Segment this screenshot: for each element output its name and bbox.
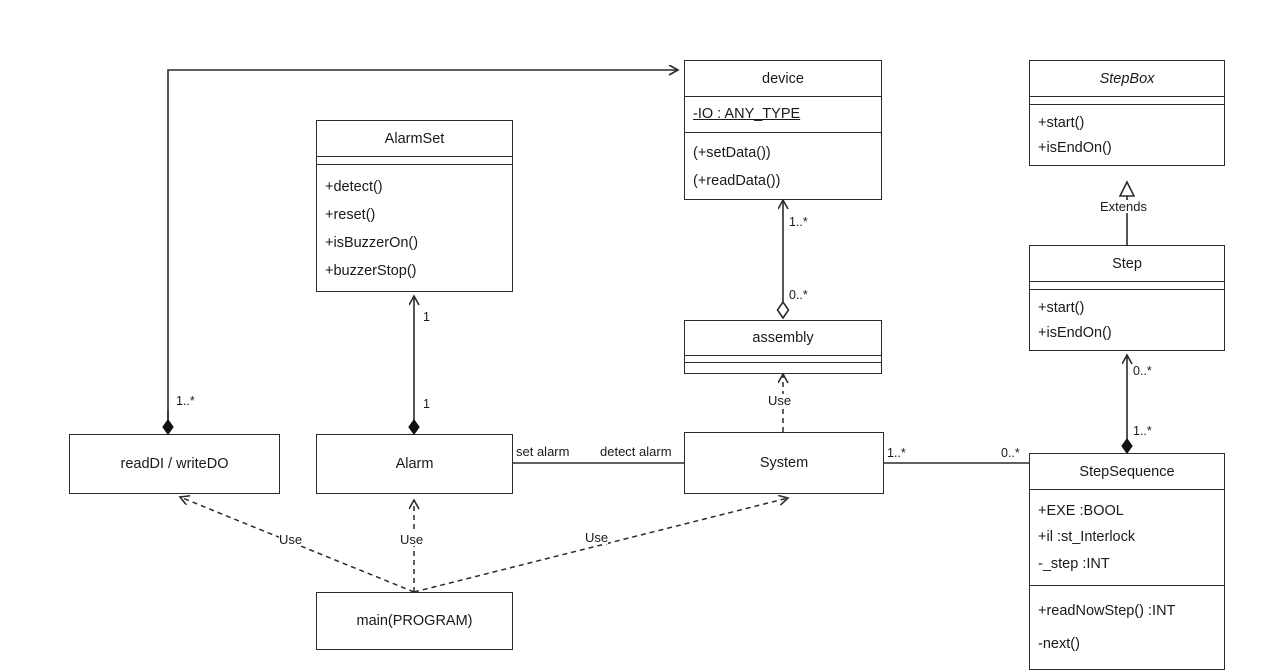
- mult-alarm-to-alarmset-source: 1: [423, 397, 430, 411]
- label-system-detect-alarm: detect alarm: [600, 444, 672, 459]
- mult-stepsequence-to-step-source: 1..*: [1133, 424, 1152, 438]
- class-device-attributes: -IO : ANY_TYPE: [685, 96, 881, 132]
- method-stepbox-start: +start(): [1038, 115, 1085, 132]
- mult-system-stepsequence-source: 1..*: [887, 446, 906, 460]
- class-readdi-writedo[interactable]: readDI / writeDO: [69, 434, 280, 494]
- mult-stepsequence-to-step-target: 0..*: [1133, 364, 1152, 378]
- method-readdata: (+readData()): [693, 172, 781, 189]
- class-assembly-title: assembly: [752, 330, 814, 346]
- connector-main-to-system: [413, 498, 788, 593]
- label-system-to-assembly: Use: [768, 393, 792, 408]
- class-step-attributes: [1030, 281, 1224, 289]
- method-isbuzzeron: +isBuzzerOn(): [325, 234, 419, 251]
- method-stepbox-isendon: +isEndOn(): [1038, 140, 1112, 157]
- class-main-program[interactable]: main(PROGRAM): [316, 592, 513, 650]
- class-device[interactable]: device -IO : ANY_TYPE (+setData()) (+rea…: [684, 60, 882, 200]
- class-alarmset[interactable]: AlarmSet +detect() +reset() +isBuzzerOn(…: [316, 120, 513, 292]
- label-main-to-system: Use: [585, 530, 609, 545]
- attribute-il: +il :st_Interlock: [1038, 529, 1136, 546]
- attribute-step: -_step :INT: [1038, 555, 1110, 572]
- method-step-start: +start(): [1038, 300, 1085, 317]
- method-buzzerstop: +buzzerStop(): [325, 262, 417, 279]
- class-stepbox-title: StepBox: [1099, 70, 1155, 87]
- class-stepsequence[interactable]: StepSequence +EXE :BOOL +il :st_Interloc…: [1029, 453, 1225, 670]
- mult-assembly-to-device-source: 0..*: [789, 288, 808, 302]
- class-stepbox-attributes: [1030, 96, 1224, 104]
- class-assembly[interactable]: assembly: [684, 320, 882, 374]
- label-alarm-set-alarm: set alarm: [516, 444, 570, 459]
- mult-system-stepsequence-target: 0..*: [1001, 446, 1020, 460]
- class-alarm[interactable]: Alarm: [316, 434, 513, 494]
- class-assembly-attributes: [685, 355, 881, 362]
- class-assembly-methods: [685, 362, 881, 369]
- class-step-title: Step: [1112, 255, 1142, 272]
- method-next: -next(): [1038, 636, 1080, 652]
- method-setdata: (+setData()): [693, 144, 771, 161]
- method-readnowstep: +readNowStep() :INT: [1038, 602, 1176, 619]
- label-main-to-readdi: Use: [279, 532, 303, 547]
- class-device-title: device: [762, 70, 804, 87]
- class-stepsequence-methods: +readNowStep() :INT -next(): [1030, 585, 1224, 669]
- method-detect: +detect(): [325, 178, 383, 195]
- label-main-to-alarm: Use: [400, 532, 424, 547]
- class-stepbox-methods: +start() +isEndOn(): [1030, 104, 1224, 167]
- label-step-extends-stepbox: Extends: [1100, 199, 1147, 214]
- mult-assembly-to-device-target: 1..*: [789, 215, 808, 229]
- class-alarmset-methods: +detect() +reset() +isBuzzerOn() +buzzer…: [317, 164, 512, 293]
- class-alarmset-attributes: [317, 156, 512, 164]
- method-reset: +reset(): [325, 206, 376, 223]
- class-stepbox[interactable]: StepBox +start() +isEndOn(): [1029, 60, 1225, 166]
- class-system[interactable]: System: [684, 432, 884, 494]
- class-step-methods: +start() +isEndOn(): [1030, 289, 1224, 352]
- class-alarmset-title: AlarmSet: [384, 130, 445, 147]
- class-device-methods: (+setData()) (+readData()): [685, 132, 881, 201]
- class-stepsequence-attributes: +EXE :BOOL +il :st_Interlock -_step :INT: [1030, 489, 1224, 585]
- mult-alarm-to-alarmset-target: 1: [423, 310, 430, 324]
- mult-readdi-composition: 1..*: [176, 394, 195, 408]
- method-step-isendon: +isEndOn(): [1038, 325, 1112, 342]
- class-step[interactable]: Step +start() +isEndOn(): [1029, 245, 1225, 351]
- attribute-io: -IO : ANY_TYPE: [693, 106, 801, 123]
- class-stepsequence-title: StepSequence: [1079, 463, 1175, 480]
- attribute-exe: +EXE :BOOL: [1038, 502, 1124, 519]
